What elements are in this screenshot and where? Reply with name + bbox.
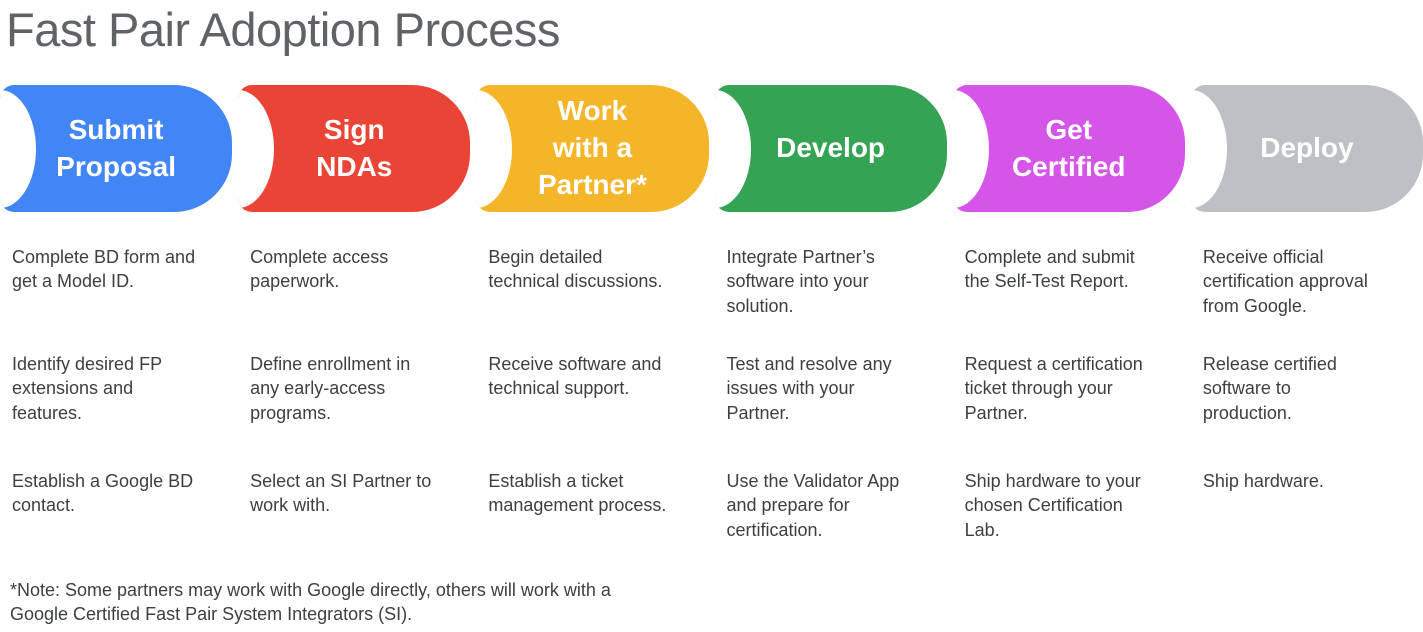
step-detail-submit-proposal-1: Complete BD form and get a Model ID. [12,247,196,292]
step-submit-proposal: Submit Proposal [0,85,233,212]
footnote: *Note: Some partners may work with Googl… [10,579,611,625]
step-label-work-with-partner: Work with a Partner* [537,95,647,200]
step-detail-deploy-1: Receive official certification approval … [1202,247,1368,316]
step-detail-get-certified-1: Complete and submit the Self-Test Report… [964,247,1135,292]
step-detail-sign-ndas-1: Complete access paperwork. [250,247,389,292]
step-detail-submit-proposal-3: Establish a Google BD contact. [12,471,194,516]
step-develop: Develop [714,85,947,212]
step-detail-develop-3: Use the Validator App and prepare for ce… [726,471,900,540]
step-label-submit-proposal: Submit Proposal [56,113,176,182]
step-detail-deploy-3: Ship hardware. [1202,471,1324,491]
step-sign-ndas: Sign NDAs [238,85,471,212]
step-label-develop: Develop [776,132,886,164]
step-detail-submit-proposal-2: Identify desired FP extensions and featu… [12,354,163,423]
process-flow: Submit Proposal Sign NDAs Work with a Pa… [0,85,1423,212]
step-detail-deploy-2: Release certified software to production… [1202,354,1337,423]
step-detail-develop-2: Test and resolve any issues with your Pa… [726,354,892,423]
step-detail-sign-ndas-2: Define enrollment in any early-access pr… [250,354,411,423]
step-label-sign-ndas: Sign NDAs [316,113,393,182]
step-get-certified: Get Certified [952,85,1185,212]
step-deploy: Deploy [1190,85,1423,212]
step-detail-get-certified-3: Ship hardware to your chosen Certificati… [964,471,1141,540]
step-detail-get-certified-2: Request a certification ticket through y… [964,354,1143,423]
step-detail-work-with-partner-3: Establish a ticket management process. [488,471,667,516]
step-detail-work-with-partner-2: Receive software and technical support. [488,354,662,399]
step-work-with-partner: Work with a Partner* [476,85,709,212]
step-detail-work-with-partner-1: Begin detailed technical discussions. [488,247,663,292]
step-detail-develop-1: Integrate Partner’s software into your s… [726,247,875,316]
page-title: Fast Pair Adoption Process [6,3,560,56]
step-label-deploy: Deploy [1260,132,1354,164]
step-details-grid: Complete BD form and get a Model ID. Com… [0,245,1423,542]
step-detail-sign-ndas-3: Select an SI Partner to work with. [250,471,432,516]
step-label-get-certified: Get Certified [1011,113,1126,182]
